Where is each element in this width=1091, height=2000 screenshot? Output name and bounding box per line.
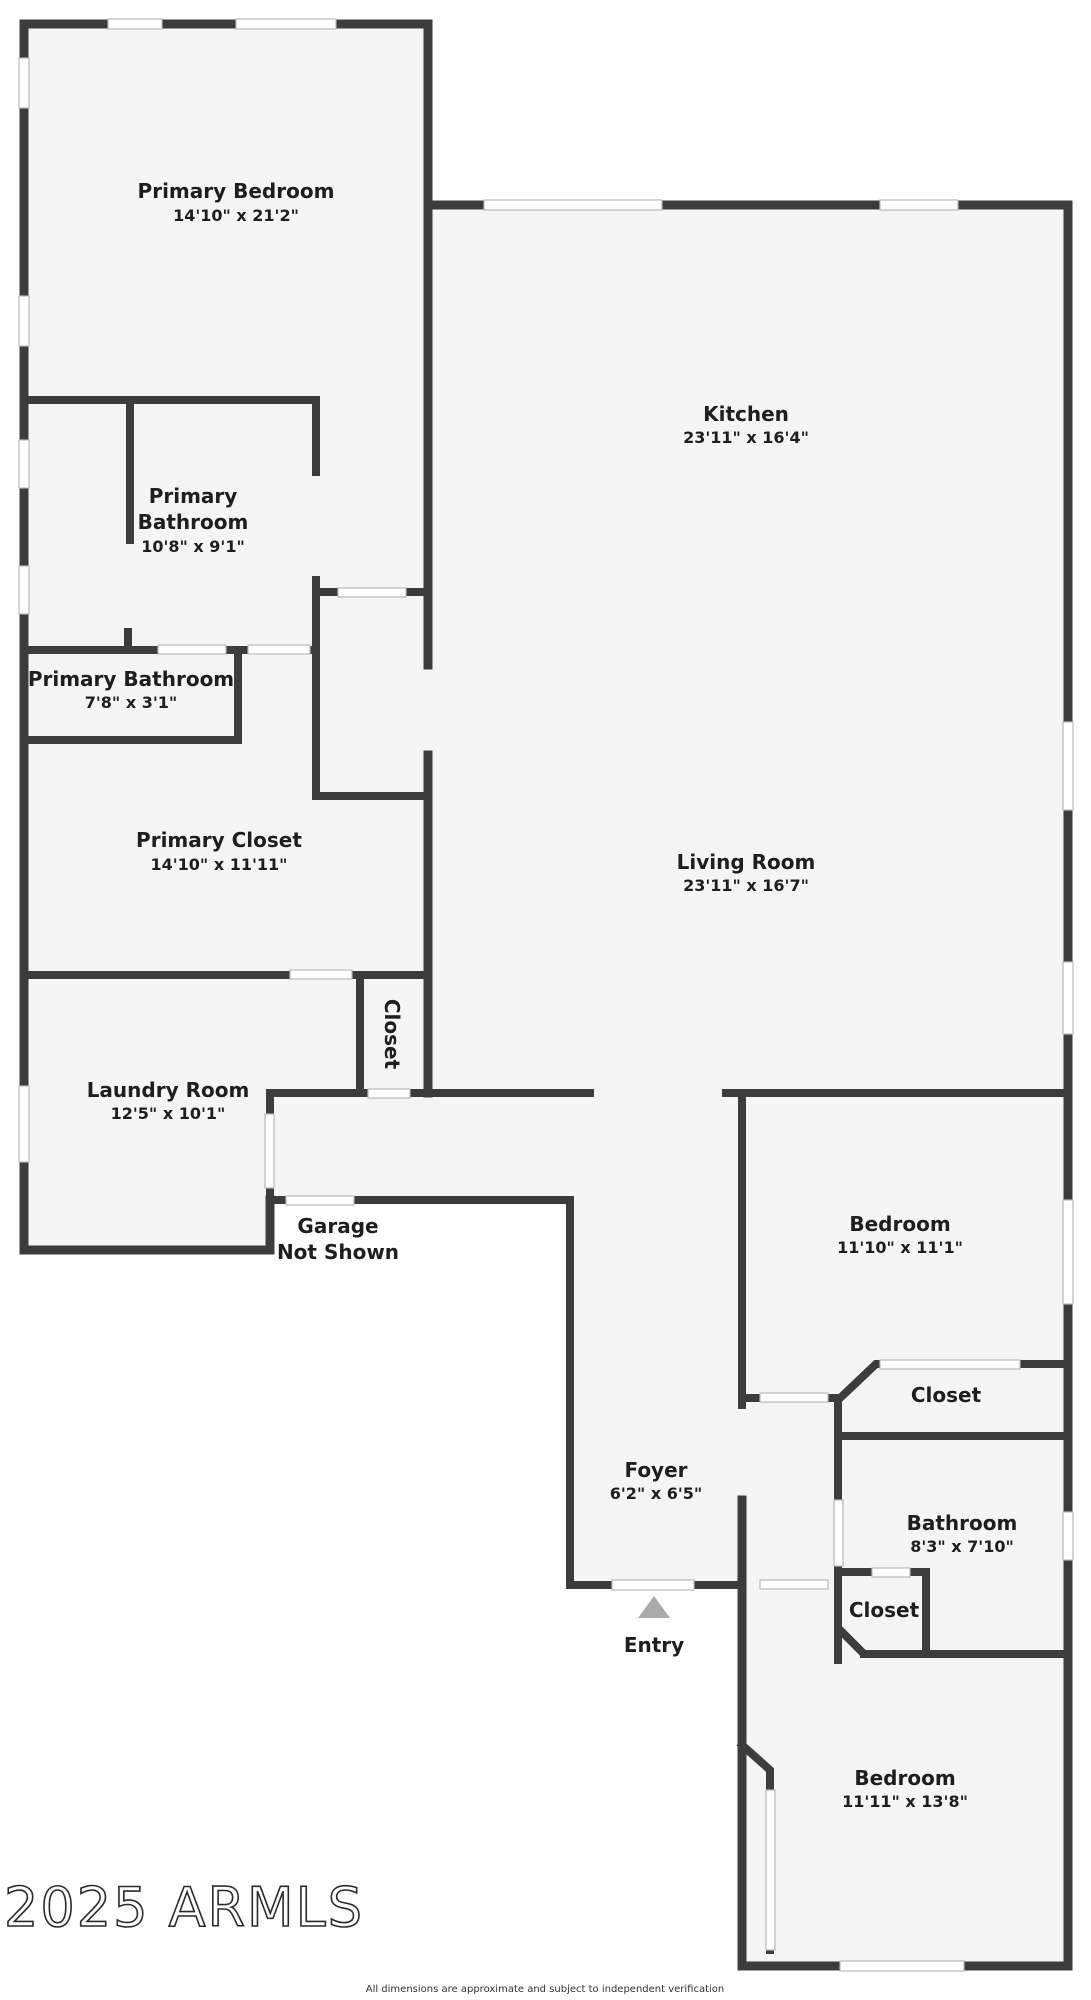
window-right-2: [1062, 961, 1074, 1035]
window-kitchen-top-2: [879, 199, 959, 211]
footer-disclaimer: All dimensions are approximate and subje…: [366, 1984, 725, 1995]
dims-kitchen: 23'11" x 16'4": [683, 428, 809, 447]
window-bottom-1: [839, 1960, 965, 1972]
window-left-5: [18, 1085, 30, 1163]
window-top-1: [107, 18, 163, 30]
window-right-1: [1062, 721, 1074, 811]
openings: [18, 18, 1074, 1972]
door-bedroom2: [759, 1579, 829, 1590]
floor-fill: [24, 24, 1068, 1966]
door-closet1: [879, 1359, 1021, 1370]
dims-foyer: 6'2" x 6'5": [610, 1484, 702, 1503]
label-closet-vertical: Closet: [380, 999, 404, 1070]
dims-bathroom: 8'3" x 7'10": [910, 1537, 1014, 1556]
window-left-3: [18, 439, 30, 489]
label-primary-bathroom-line1: Primary: [149, 484, 238, 508]
label-living-room: Living Room: [677, 850, 816, 874]
dims-primary-closet: 14'10" x 11'11": [151, 855, 288, 874]
label-garage-line1: Garage: [297, 1214, 378, 1238]
label-entry: Entry: [624, 1633, 684, 1657]
window-right-4: [1062, 1511, 1074, 1561]
door-garage: [285, 1195, 355, 1206]
door-primary-bath-2: [247, 644, 311, 655]
window-left-1: [18, 57, 30, 109]
dims-bedroom-1: 11'10" x 11'1": [837, 1238, 963, 1257]
label-laundry-room: Laundry Room: [87, 1078, 250, 1102]
label-kitchen: Kitchen: [703, 402, 789, 426]
entry-arrow-icon: [638, 1596, 670, 1618]
door-vertical-closet: [367, 1088, 411, 1099]
dims-laundry-room: 12'5" x 10'1": [111, 1104, 226, 1123]
door-small-closet: [871, 1567, 911, 1578]
label-primary-closet: Primary Closet: [136, 828, 302, 852]
label-bedroom-2: Bedroom: [854, 1766, 955, 1790]
window-right-3: [1062, 1199, 1074, 1305]
dims-primary-bathroom: 10'8" x 9'1": [141, 537, 245, 556]
window-top-2: [235, 18, 337, 30]
label-closet-small: Closet: [849, 1598, 920, 1622]
dims-primary-bedroom: 14'10" x 21'2": [173, 206, 299, 225]
dims-primary-bathroom-2: 7'8" x 3'1": [85, 693, 177, 712]
window-left-4: [18, 565, 30, 615]
room-labels: Primary Bedroom 14'10" x 21'2" Kitchen 2…: [28, 179, 1018, 1811]
label-primary-bathroom-line2: Bathroom: [138, 510, 249, 534]
door-entry: [611, 1579, 695, 1591]
label-primary-bedroom: Primary Bedroom: [138, 179, 335, 203]
label-garage-line2: Not Shown: [277, 1240, 399, 1264]
door-bath-closet: [337, 587, 407, 598]
door-primary-bath-1: [157, 644, 227, 655]
wall-primary-bath-2: [20, 646, 242, 744]
wall-bath-closet: [312, 576, 432, 800]
door-bathroom: [833, 1499, 844, 1567]
door-bedroom2-closet: [765, 1789, 776, 1951]
label-closet-bedroom-1: Closet: [911, 1383, 982, 1407]
wall-primary-bath-top: [20, 396, 320, 476]
dims-living-room: 23'11" x 16'7": [683, 876, 809, 895]
door-laundry: [289, 969, 353, 980]
dims-bedroom-2: 11'11" x 13'8": [842, 1792, 968, 1811]
door-bedroom1: [759, 1392, 829, 1403]
wall-small-closet: [834, 1568, 930, 1658]
watermark: 2025 ARMLS: [4, 1876, 364, 1939]
window-left-2: [18, 295, 30, 347]
label-bathroom: Bathroom: [907, 1511, 1018, 1535]
window-kitchen-top-1: [483, 199, 663, 211]
label-foyer: Foyer: [624, 1458, 687, 1482]
label-primary-bathroom-2: Primary Bathroom: [28, 667, 234, 691]
label-bedroom-1: Bedroom: [849, 1212, 950, 1236]
door-laundry-side: [264, 1113, 275, 1189]
